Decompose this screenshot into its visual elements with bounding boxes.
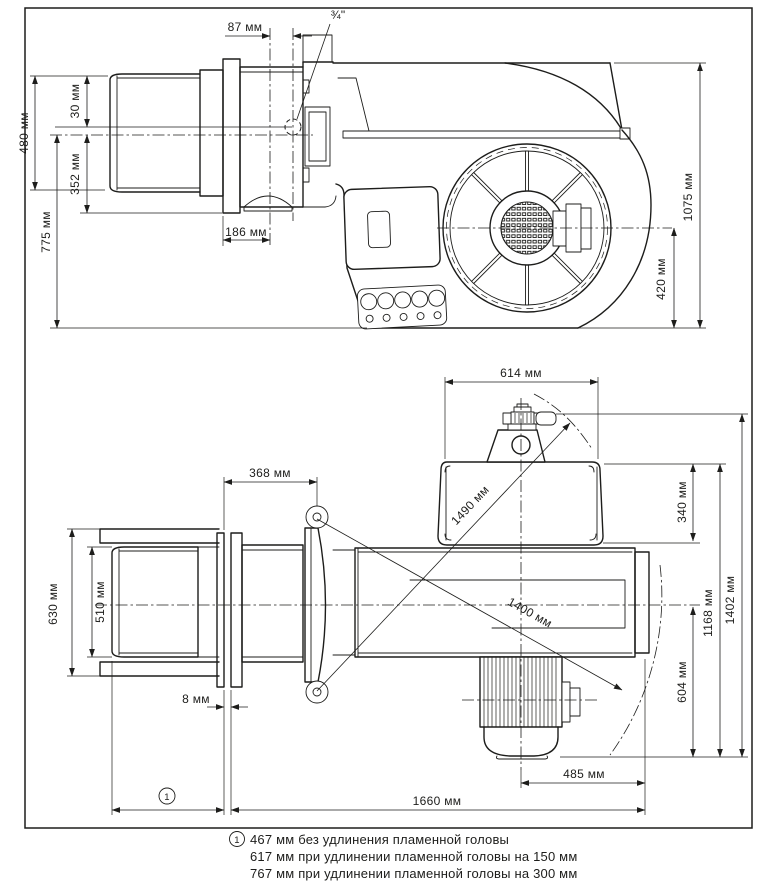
dim-186mm-label: 186 мм xyxy=(225,225,267,239)
footnote-line-1: 467 мм без удлинения пламенной головы xyxy=(250,832,509,847)
burner-housing-side xyxy=(302,34,652,330)
dim-480mm-label: 480 мм xyxy=(17,112,31,154)
fan-spokes xyxy=(471,150,583,306)
dim-510mm-label: 510 мм xyxy=(93,581,107,623)
dim-340mm-label: 340 мм xyxy=(675,481,689,523)
dim-87mm: 87 мм xyxy=(225,20,312,39)
dim-352mm: 352 мм xyxy=(68,134,222,214)
dim-480mm: 480 мм xyxy=(17,75,108,191)
dim-34in-label: ¾" xyxy=(331,8,346,22)
dim-1402mm-label: 1402 мм xyxy=(723,576,737,625)
dim-604mm-label: 604 мм xyxy=(675,661,689,703)
dim-614mm: 614 мм xyxy=(444,366,599,459)
flame-tube-plan xyxy=(241,544,304,663)
footnote-marker: 1 xyxy=(234,835,240,846)
centerlines-side xyxy=(50,28,672,248)
side-view: 87 мм ¾" 30 мм 480 мм 352 мм xyxy=(17,8,706,330)
dim-352mm-label: 352 мм xyxy=(68,153,82,195)
dim-87mm-label: 87 мм xyxy=(228,20,263,34)
housing-plan xyxy=(354,547,650,658)
dimensions-side: 87 мм ¾" 30 мм 480 мм 352 мм xyxy=(17,8,706,329)
dim-three-quarter-inch: ¾" xyxy=(296,8,346,120)
footnote-ref-number: 1 xyxy=(164,792,170,803)
dim-510mm: 510 мм xyxy=(87,546,112,658)
dim-1402mm: 1402 мм xyxy=(556,413,748,758)
blast-tube-side xyxy=(109,58,304,214)
dim-1660mm-label: 1660 мм xyxy=(413,794,462,808)
dim-340mm: 340 мм xyxy=(603,463,726,544)
blast-tube-plan xyxy=(99,528,220,677)
panel-display xyxy=(367,210,391,249)
dim-30mm: 30 мм xyxy=(68,75,90,128)
dim-1168mm: 1168 мм xyxy=(701,463,723,758)
footnotes: 1 467 мм без удлинения пламенной головы … xyxy=(229,831,577,881)
dim-1168mm-label: 1168 мм xyxy=(701,589,715,637)
footnote-line-3: 767 мм при удлинении пламенной головы на… xyxy=(250,866,577,881)
dim-1075mm: 1075 мм xyxy=(50,62,706,329)
dim-485mm-label: 485 мм xyxy=(563,767,605,781)
indicator-strip xyxy=(356,284,448,330)
dim-604mm: 604 мм xyxy=(560,606,748,758)
dim-30mm-label: 30 мм xyxy=(68,84,82,119)
dim-1660mm: 1660 мм xyxy=(230,659,646,815)
dim-368mm: 368 мм xyxy=(223,466,318,530)
footnote-line-2: 617 мм при удлинении пламенной головы на… xyxy=(250,849,577,864)
air-intake-hood-plan xyxy=(437,461,604,546)
dim-485mm: 485 мм xyxy=(520,767,646,788)
drawing-frame xyxy=(24,7,753,829)
footnote-ref-circle xyxy=(158,787,176,805)
dim-775mm-label: 775 мм xyxy=(39,211,53,253)
motor-flange-side xyxy=(552,210,567,247)
motor-terminal-box xyxy=(561,681,571,723)
dim-8mm-label: 8 мм xyxy=(182,692,210,706)
dim-630mm: 630 мм xyxy=(46,528,100,677)
dim-775mm: 775 мм xyxy=(39,134,60,329)
hinge-lug-bottom xyxy=(305,680,329,704)
dim-368mm-label: 368 мм xyxy=(249,466,291,480)
dim-630mm-label: 630 мм xyxy=(46,583,60,625)
dim-420mm-label: 420 мм xyxy=(654,258,668,300)
dim-420mm: 420 мм xyxy=(654,227,677,329)
dim-1075mm-label: 1075 мм xyxy=(681,173,695,222)
control-panel xyxy=(343,185,441,271)
centerlines-plan xyxy=(95,398,700,770)
hinge-lug-top xyxy=(305,505,329,529)
footnote-marker-circle xyxy=(229,831,245,847)
dim-186mm: 186 мм xyxy=(222,216,271,246)
dim-467mm-ref: 1 xyxy=(111,661,225,815)
dim-614mm-label: 614 мм xyxy=(500,366,542,380)
dim-8mm: 8 мм xyxy=(182,690,248,714)
actuator-lever-arm xyxy=(535,411,557,426)
air-damper-actuator xyxy=(486,403,557,463)
plan-view: 614 мм 368 мм 630 мм 510 мм 8 м xyxy=(46,366,748,815)
swing-arcs xyxy=(533,393,663,756)
gas-connection-fitting xyxy=(284,118,302,136)
